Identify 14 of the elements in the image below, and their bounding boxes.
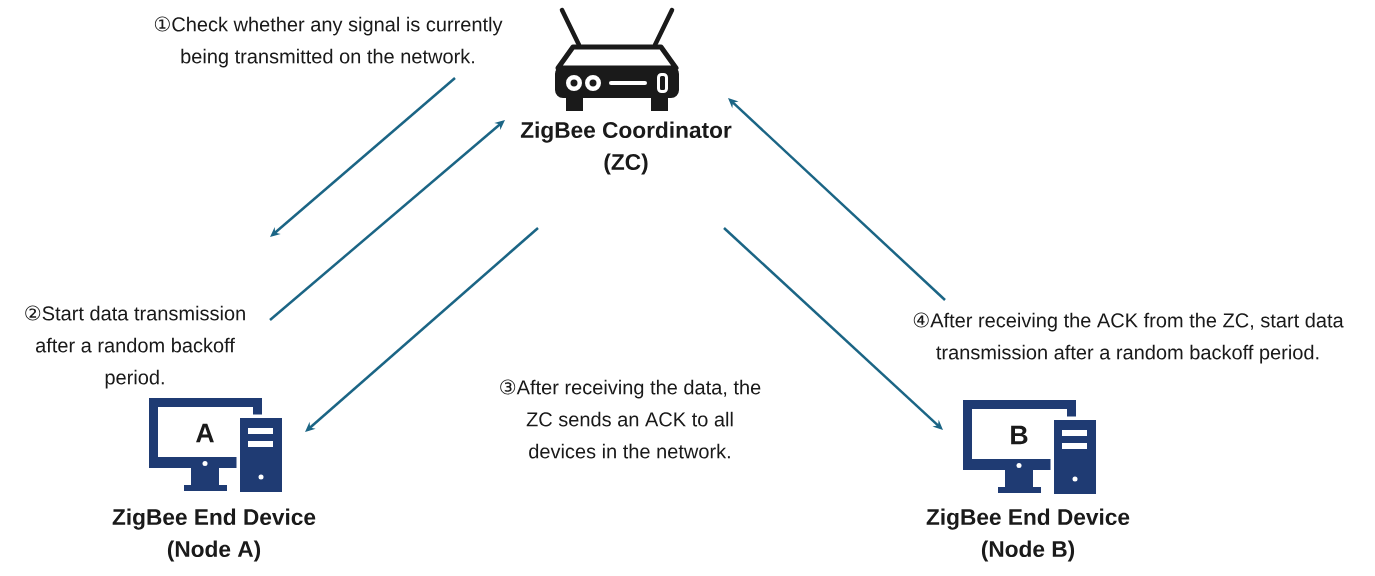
device-label: ZigBee Coordinator (ZC) <box>520 121 732 175</box>
device-label: ZigBee End Device (Node B) <box>926 508 1130 562</box>
device-letter: B <box>1011 425 1028 445</box>
device-label: ZigBee End Device (Node A) <box>112 508 316 562</box>
step-text: ②Start data transmission after a random backoff period. <box>25 305 245 389</box>
step-text: ③After receiving the data, the ZC sends an ACK to all devices in the network. <box>500 379 761 459</box>
arrow <box>723 227 943 430</box>
arrow <box>728 98 946 301</box>
device-letter: A <box>196 423 214 443</box>
arrow <box>270 77 456 237</box>
arrow <box>305 227 539 432</box>
step-text: ④After receiving the ACK from the ZC, start data transmission after a random backoff period. <box>913 312 1344 364</box>
step-text: ①Check whether any signal is currently being transmitted on the network. <box>154 16 503 68</box>
arrow <box>269 120 505 321</box>
